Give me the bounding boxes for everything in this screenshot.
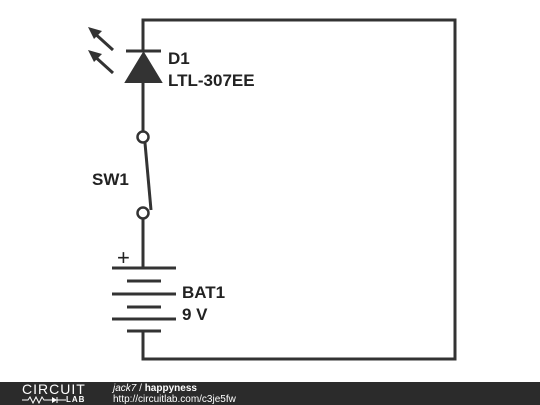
led-emission-arrows-icon [88,27,115,75]
logo-text-lab: LAB [66,395,86,404]
wire-top-right-loop [141,18,457,361]
footer-attribution: jack7 / happyness [113,383,197,394]
logo-resistor-diode-icon [22,396,66,404]
battery-bat1 [112,266,176,333]
attribution-separator: / [136,383,145,394]
switch-bottom-terminal [136,206,150,220]
circuit-title[interactable]: happyness [144,383,197,394]
led-d1 [88,27,163,131]
switch-top-terminal [136,130,150,144]
battery-value-label: 9 V [182,305,208,324]
led-value-label: LTL-307EE [168,71,255,90]
switch-sw1 [136,130,153,268]
led-ref-label: D1 [168,49,190,68]
circuitlab-logo[interactable]: CIRCUIT LAB [0,382,100,405]
footer-bar: CIRCUIT LAB jack7 / happyness http://cir… [0,382,540,405]
switch-lever [143,142,153,211]
circuit-schematic: D1 LTL-307EE SW1 + BAT1 9 V [88,18,457,361]
switch-ref-label: SW1 [92,170,129,189]
circuit-url-link[interactable]: http://circuitlab.com/c3je5fw [113,394,236,405]
battery-polarity-plus: + [117,245,130,270]
battery-ref-label: BAT1 [182,283,225,302]
logo-text-circuit: CIRCUIT [22,381,86,397]
led-triangle [124,51,163,83]
author-link[interactable]: jack7 [113,383,137,394]
